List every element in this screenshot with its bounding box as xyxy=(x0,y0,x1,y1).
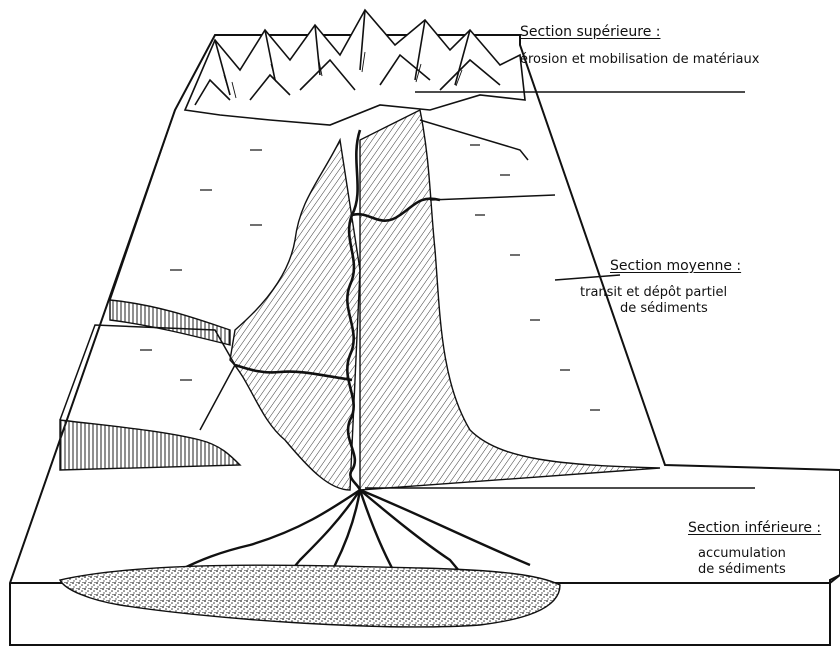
section-upper-title: Section supérieure : xyxy=(520,24,661,40)
section-lower-title: Section inférieure : xyxy=(688,520,821,536)
section-middle-description-line2: de sédiments xyxy=(620,301,708,317)
section-middle-description-line1: transit et dépôt partiel xyxy=(580,285,727,301)
section-lower-description-line2: de sédiments xyxy=(698,562,786,578)
section-lower-description-line1: accumulation xyxy=(698,546,786,562)
section-upper-description: érosion et mobilisation de matériaux xyxy=(520,52,759,68)
section-middle-title: Section moyenne : xyxy=(610,258,741,274)
